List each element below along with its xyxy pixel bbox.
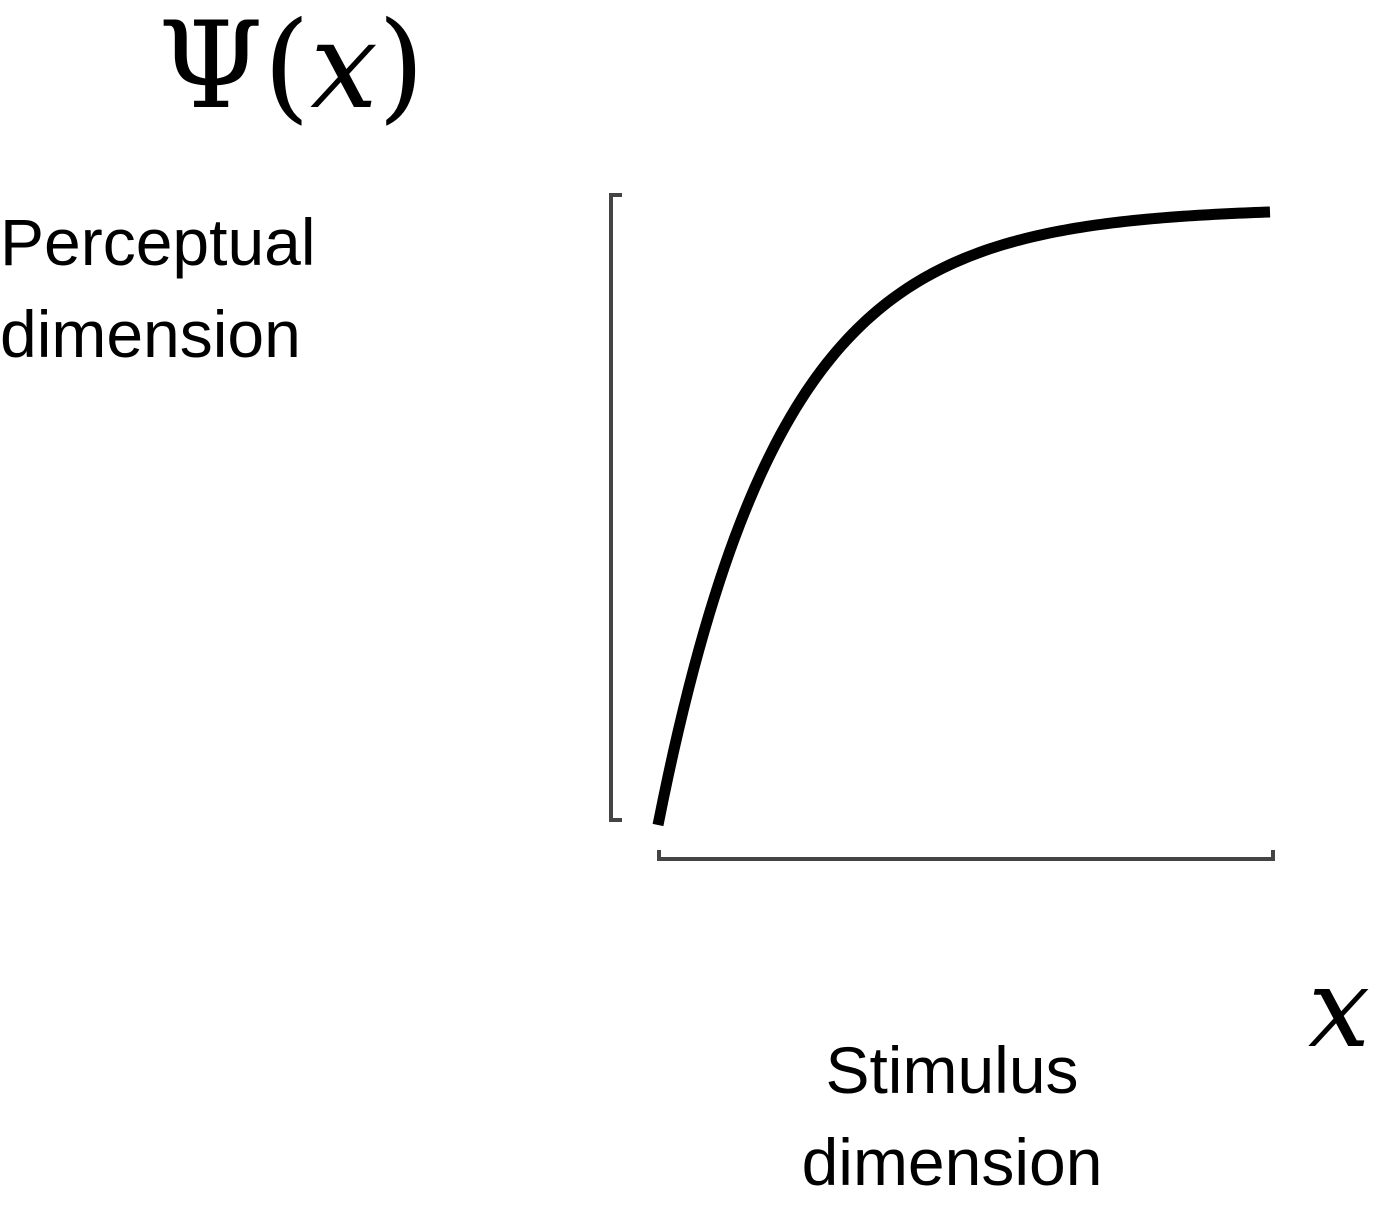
stimulus-dimension-label: Stimulus dimension [752,1024,1152,1208]
x-symbol: x [1308,944,1371,1072]
y-label-line-2: dimension [0,297,301,371]
x-label-line-1: Stimulus [825,1033,1079,1107]
perceptual-dimension-label: Perceptual dimension [0,196,316,380]
x-variable: x [310,0,378,136]
stimulus-range-bracket [657,850,1275,861]
close-paren: ) [377,0,425,136]
open-paren: ( [263,0,311,136]
perceptual-range-bracket [609,193,622,822]
psi-symbol: Ψ [158,0,264,136]
psychophysical-function-curve [652,206,1271,827]
x-label-line-2: dimension [801,1125,1103,1199]
y-label-line-1: Perceptual [0,205,316,279]
psychophysical-diagram [609,193,1275,861]
psi-of-x-symbol: Ψ(x) [158,2,425,132]
